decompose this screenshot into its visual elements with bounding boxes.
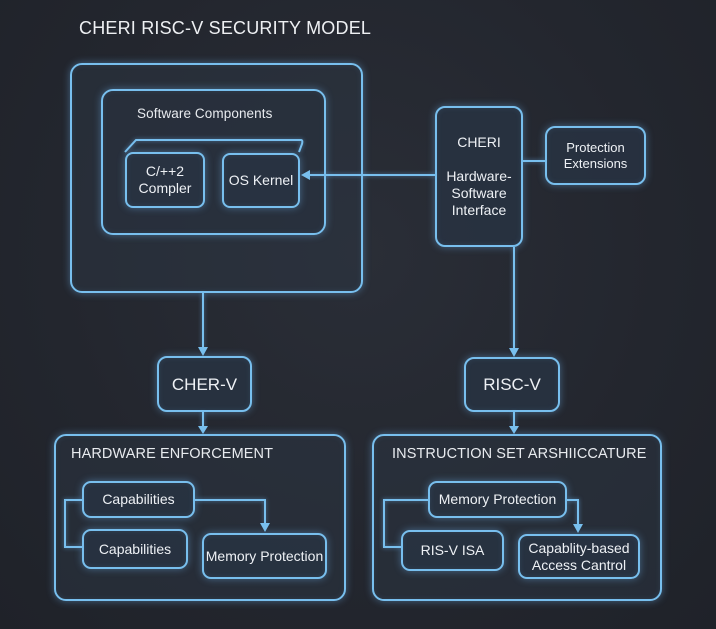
cheri-interface-line1: CHERI — [457, 134, 501, 150]
capabilities-node-1[interactable]: Capabilities — [82, 481, 195, 518]
capabilities-1-label: Capabilities — [102, 491, 175, 507]
cher-v-node[interactable]: CHER-V — [157, 356, 252, 412]
capability-access-control-line1: Capablity-based — [528, 539, 630, 556]
os-kernel-node[interactable]: OS Kernel — [222, 153, 300, 208]
arrowhead-isa — [509, 426, 519, 434]
cheri-interface-line4: Interface — [451, 202, 507, 218]
arrowhead-cher-v — [198, 347, 208, 356]
ris-v-isa-label: RIS-V ISA — [420, 542, 485, 558]
capability-access-control-line2: Access Cantrol — [531, 556, 627, 573]
compiler-label-line1: C/++2 — [145, 163, 185, 179]
capabilities-2-label: Capabilities — [98, 540, 172, 557]
ris-v-isa-node[interactable]: RIS-V ISA — [401, 530, 504, 571]
protection-extensions-line2: Extensions — [563, 155, 628, 171]
arrowhead-risc-v — [509, 348, 519, 357]
os-kernel-label: OS Kernel — [228, 172, 294, 188]
cher-v-label: CHER-V — [171, 374, 238, 394]
capability-access-control-node[interactable]: Capablity-based Access Cantrol — [518, 534, 640, 579]
compiler-label-line2: Compler — [138, 180, 192, 196]
risc-v-label: RISC-V — [483, 375, 541, 394]
isa-memory-protection-label: Memory Protection — [438, 491, 557, 507]
software-components-label: Software Components — [137, 106, 273, 121]
protection-extensions-node[interactable]: Protection Extensions — [545, 126, 646, 185]
cheri-interface-line3: Software — [451, 185, 507, 201]
arrowhead-hardware — [198, 426, 208, 434]
isa-section-label: INSTRUCTION SET ARSHIICCATURE — [392, 446, 647, 462]
capabilities-node-2[interactable]: Capabilities — [82, 529, 188, 569]
isa-memory-protection-node[interactable]: Memory Protection — [428, 481, 567, 518]
diagram-title: CHERI RISC-V SECURITY MODEL — [79, 18, 372, 38]
protection-extensions-line1: Protection — [566, 139, 625, 155]
compiler-node[interactable]: C/++2 Compler — [125, 152, 205, 208]
cheri-interface-line2: Hardware- — [446, 168, 512, 184]
hw-memory-protection-node[interactable]: Memory Protection — [202, 533, 327, 579]
hw-memory-protection-label: Memory Protection — [205, 547, 324, 564]
hardware-enforcement-label: HARDWARE ENFORCEMENT — [71, 446, 274, 462]
risc-v-node[interactable]: RISC-V — [464, 357, 560, 412]
cheri-interface-node[interactable]: CHERI Hardware- Software Interface — [435, 106, 523, 247]
